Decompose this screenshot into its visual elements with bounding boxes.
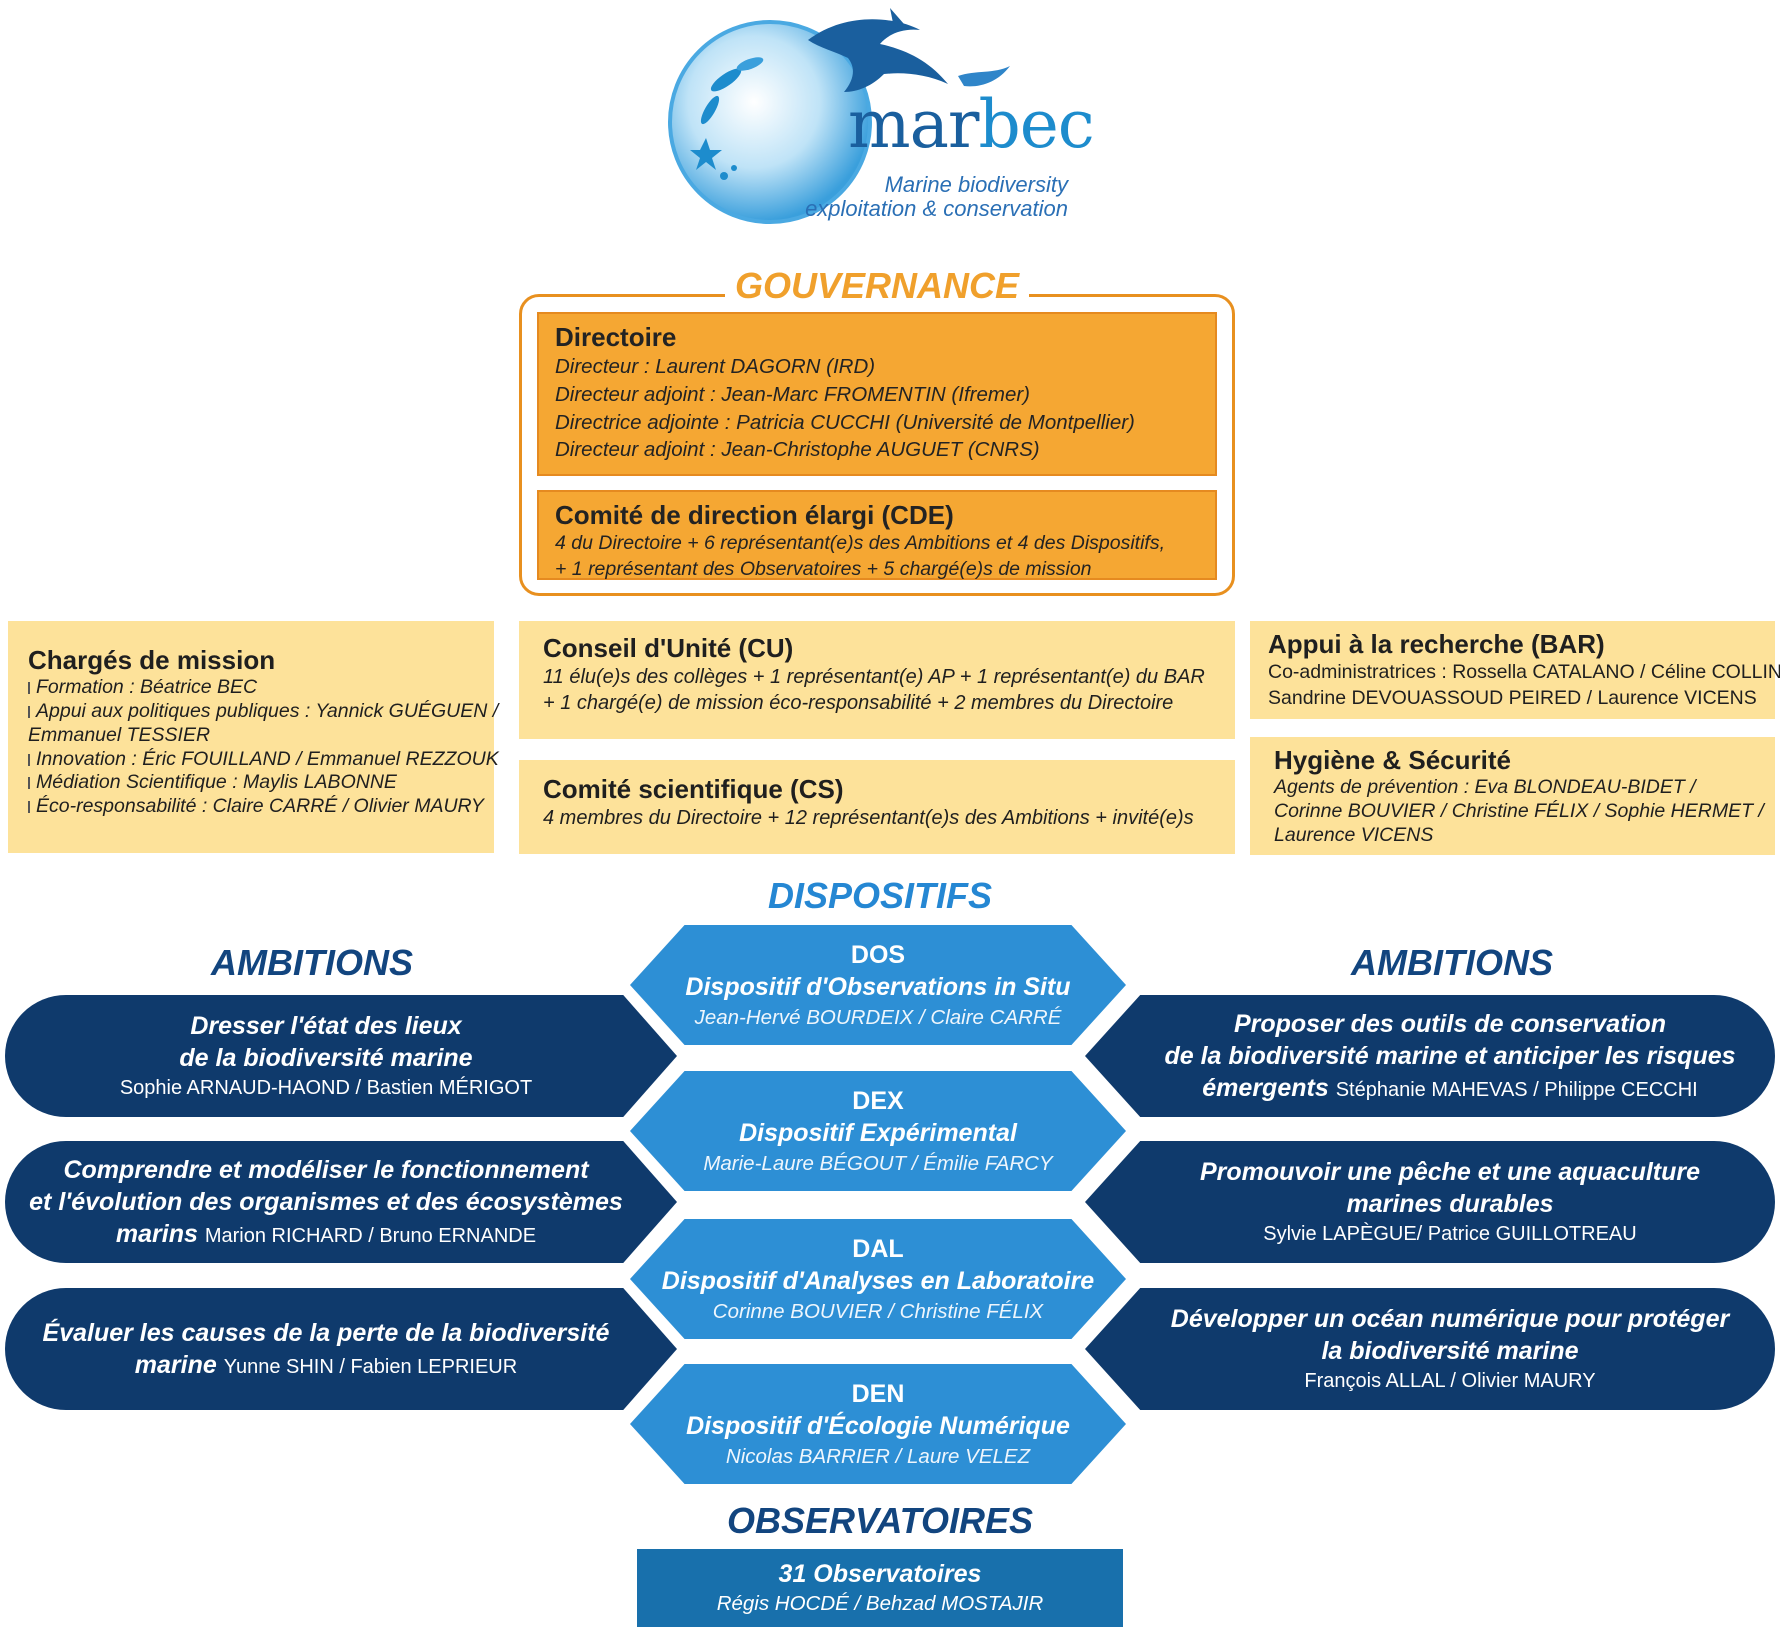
ambitions-left-title: AMBITIONS xyxy=(211,942,413,983)
dispositifs-title: DISPOSITIFS xyxy=(767,875,993,916)
globe-fish-icon xyxy=(668,8,1010,224)
appui-recherche-box: Appui à la recherche (BAR) Co-administra… xyxy=(1250,621,1780,719)
charges-line: Appui aux politiques publiques : Yannick… xyxy=(28,700,498,724)
dispositif-name: Dispositif d'Écologie Numérique xyxy=(686,1412,1070,1441)
hygiene-line: Agents de prévention : Eva BLONDEAU-BIDE… xyxy=(1274,776,1696,799)
directoire-line: Directeur adjoint : Jean-Christophe AUGU… xyxy=(555,438,1040,462)
hygiene-line: Corinne BOUVIER / Christine FÉLIX / Soph… xyxy=(1274,799,1764,822)
directoire-line: Directrice adjointe : Patricia CUCCHI (U… xyxy=(555,410,1135,434)
hygiene-securite-box: Hygiène & Sécurité Agents de prévention … xyxy=(1250,737,1775,855)
bullet-icon xyxy=(28,777,30,790)
observatoires-title: OBSERVATOIRES xyxy=(726,1500,1034,1541)
ambition-right-1: Proposer des outils de conservation de l… xyxy=(1085,995,1775,1117)
observatoires-box: 31 Observatoires Régis HOCDÉ / Behzad MO… xyxy=(637,1549,1123,1627)
ambition-left-3: Évaluer les causes de la perte de la bio… xyxy=(5,1288,677,1410)
cs-line: 4 membres du Directoire + 12 représentan… xyxy=(543,807,1194,830)
ambition-title-line: Évaluer les causes de la perte de la bio… xyxy=(42,1319,610,1347)
ambition-people: Marion RICHARD / Bruno ERNANDE xyxy=(204,1225,537,1247)
bar-line: Co-administratrices : Rossella CATALANO … xyxy=(1268,661,1780,684)
ambition-title-line: marines durables xyxy=(1346,1189,1554,1218)
bullet-icon xyxy=(28,705,30,718)
ambition-title-tail: marins xyxy=(115,1220,198,1248)
directoire-line: Directeur : Laurent DAGORN (IRD) xyxy=(555,355,876,379)
dispositif-code: DEX xyxy=(852,1086,904,1115)
hygiene-title: Hygiène & Sécurité xyxy=(1274,745,1511,775)
ambition-right-3: Développer un océan numérique pour proté… xyxy=(1085,1288,1775,1410)
gouvernance-title-bg xyxy=(725,268,1029,314)
charges-line: Médiation Scientifique : Maylis LABONNE xyxy=(28,771,474,795)
ambition-title-tail: marine xyxy=(134,1351,217,1379)
dispositif-dex: DEX Dispositif Expérimental Marie-Laure … xyxy=(630,1071,1126,1191)
ambition-people: Yunne SHIN / Fabien LEPRIEUR xyxy=(223,1356,518,1378)
dispositif-people: Nicolas BARRIER / Laure VELEZ xyxy=(725,1444,1031,1468)
dispositif-code: DOS xyxy=(850,940,906,969)
dispositif-name: Dispositif d'Observations in Situ xyxy=(685,973,1071,1002)
comite-scientifique-box: Comité scientifique (CS) 4 membres du Di… xyxy=(519,760,1235,854)
charges-line: Emmanuel TESSIER xyxy=(28,723,211,746)
ambition-title-tail: émergents xyxy=(1202,1074,1329,1102)
ambition-people: Stéphanie MAHEVAS / Philippe CECCHI xyxy=(1335,1079,1698,1101)
charges-line: Innovation : Éric FOUILLAND / Emmanuel R… xyxy=(28,748,499,772)
cu-title: Conseil d'Unité (CU) xyxy=(543,633,794,663)
ambition-title-line: Dresser l'état des lieux xyxy=(190,1011,462,1040)
cde-box: Comité de direction élargi (CDE) 4 du Di… xyxy=(537,490,1217,580)
cu-line: + 1 chargé(e) de mission éco-responsabil… xyxy=(543,692,1174,715)
directoire-line: Directeur adjoint : Jean-Marc FROMENTIN … xyxy=(555,382,1031,406)
ambition-people: Sophie ARNAUD-HAOND / Bastien MÉRIGOT xyxy=(119,1076,533,1099)
ambition-title-line: Comprendre et modéliser le fonctionnemen… xyxy=(63,1156,589,1184)
observatoires-people: Régis HOCDÉ / Behzad MOSTAJIR xyxy=(716,1592,1044,1616)
logo-tagline-1: Marine biodiversity xyxy=(884,172,1068,197)
charges-de-mission-box: Chargés de mission Formation : Béatrice … xyxy=(8,621,499,853)
gouvernance-title: GOUVERNANCE xyxy=(734,265,1020,306)
ambition-left-1: Dresser l'état des lieux de la biodivers… xyxy=(5,995,677,1117)
directoire-title: Directoire xyxy=(555,322,677,352)
dispositif-code: DAL xyxy=(852,1234,904,1263)
ambition-left-2: Comprendre et modéliser le fonctionnemen… xyxy=(5,1141,677,1263)
bullet-icon xyxy=(28,682,30,695)
cde-line: 4 du Directoire + 6 représentant(e)s des… xyxy=(555,532,1166,555)
ambition-right-2: Promouvoir une pêche et une aquaculture … xyxy=(1085,1141,1775,1263)
ambition-title-line: Proposer des outils de conservation xyxy=(1233,1010,1667,1038)
charges-line: Éco-responsabilité : Claire CARRÉ / Oliv… xyxy=(28,795,484,819)
bullet-icon xyxy=(28,753,30,766)
dispositif-name: Dispositif d'Analyses en Laboratoire xyxy=(661,1267,1095,1296)
cs-title: Comité scientifique (CS) xyxy=(543,774,844,804)
logo-tagline-2: exploitation & conservation xyxy=(805,196,1068,221)
ambition-title-line: Développer un océan numérique pour proté… xyxy=(1170,1304,1730,1333)
observatoires-box-title: 31 Observatoires xyxy=(778,1559,982,1588)
cde-title: Comité de direction élargi (CDE) xyxy=(555,500,954,530)
logo-wordmark: marbec xyxy=(848,86,1095,163)
charges-title: Chargés de mission xyxy=(28,645,276,675)
dispositif-dal: DAL Dispositif d'Analyses en Laboratoire… xyxy=(630,1219,1126,1339)
ambition-title-line: et l'évolution des organismes et des éco… xyxy=(29,1188,623,1216)
dispositif-people: Jean-Hervé BOURDEIX / Claire CARRÉ xyxy=(694,1005,1062,1029)
ambition-title-line: de la biodiversité marine xyxy=(179,1043,473,1072)
bar-title: Appui à la recherche (BAR) xyxy=(1268,629,1605,659)
charges-line: Formation : Béatrice BEC xyxy=(28,676,474,700)
ambition-people: François ALLAL / Olivier MAURY xyxy=(1304,1369,1596,1392)
conseil-unite-box: Conseil d'Unité (CU) 11 élu(e)s des coll… xyxy=(519,621,1235,739)
ambition-title-line: Promouvoir une pêche et une aquaculture xyxy=(1199,1157,1701,1186)
dispositif-people: Corinne BOUVIER / Christine FÉLIX xyxy=(712,1299,1044,1323)
dispositif-people: Marie-Laure BÉGOUT / Émilie FARCY xyxy=(703,1151,1053,1175)
cu-line: 11 élu(e)s des collèges + 1 représentant… xyxy=(543,666,1205,689)
directoire-box: Directoire Directeur : Laurent DAGORN (I… xyxy=(537,312,1217,476)
bullet-icon xyxy=(28,801,30,814)
ambition-title-line: la biodiversité marine xyxy=(1321,1336,1579,1365)
cde-line: + 1 représentant des Observatoires + 5 c… xyxy=(555,557,1092,580)
dispositif-code: DEN xyxy=(851,1379,905,1408)
dispositif-name: Dispositif Expérimental xyxy=(739,1119,1017,1148)
ambition-title-line: de la biodiversité marine et anticiper l… xyxy=(1164,1042,1736,1070)
dispositif-den: DEN Dispositif d'Écologie Numérique Nico… xyxy=(630,1364,1126,1484)
hygiene-line: Laurence VICENS xyxy=(1274,823,1434,846)
bar-line: Sandrine DEVOUASSOUD PEIRED / Laurence V… xyxy=(1268,686,1757,709)
ambition-people: Sylvie LAPÈGUE/ Patrice GUILLOTREAU xyxy=(1263,1222,1637,1245)
marbec-logo: marbec Marine biodiversity exploitation … xyxy=(658,0,1098,230)
ambitions-right-title: AMBITIONS xyxy=(1351,942,1553,983)
dispositif-dos: DOS Dispositif d'Observations in Situ Je… xyxy=(630,925,1126,1045)
